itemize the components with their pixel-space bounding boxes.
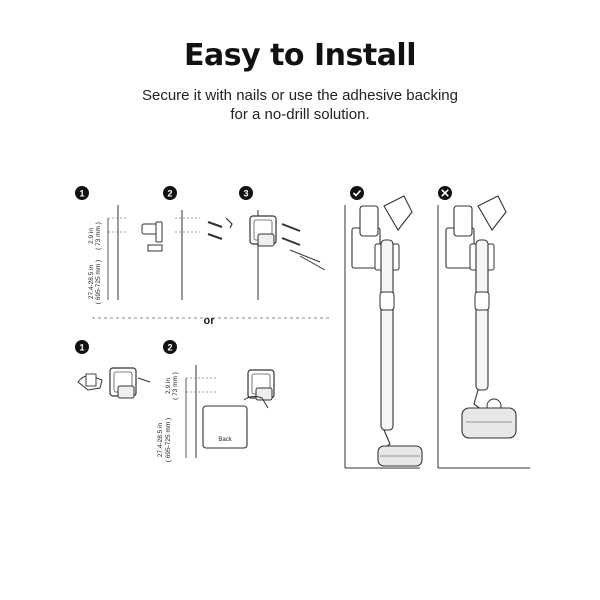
svg-text:1: 1 bbox=[79, 343, 84, 353]
nail-step-3-badge: 3 bbox=[239, 186, 253, 200]
correct-mount-panel bbox=[344, 186, 423, 469]
adhesive-method-panel: 1 2 Back 2.9 in ( 73 mm ) 27.4-28.5 in ( bbox=[75, 340, 275, 462]
backing-label: Back bbox=[218, 437, 232, 443]
adhesive-floor-label: 27.4-28.5 in bbox=[157, 422, 164, 457]
adhesive-gap-metric: ( 73 mm ) bbox=[172, 372, 179, 400]
nail-step-2-screws bbox=[175, 210, 233, 300]
nail-step-3-bracket bbox=[249, 210, 326, 300]
adhesive-gap-label: 2.9 in bbox=[165, 378, 172, 394]
adhesive-floor-metric: ( 695-725 mm ) bbox=[165, 418, 172, 462]
adhesive-step-1-illustration bbox=[77, 367, 151, 399]
separator-or: or bbox=[204, 315, 216, 327]
nail-method-panel: 1 2 3 2.9 in ( 73 mm ) 27.4-28.5 in ( 69… bbox=[75, 186, 330, 319]
nail-floor-label: 27.4-28.5 in bbox=[88, 264, 95, 299]
check-icon bbox=[350, 186, 364, 200]
nail-floor-metric: ( 695-725 mm ) bbox=[95, 260, 102, 304]
svg-text:1: 1 bbox=[79, 189, 84, 199]
svg-text:2: 2 bbox=[167, 189, 172, 199]
backing-sheet bbox=[202, 405, 248, 449]
nail-step-1-wall bbox=[107, 205, 163, 300]
nail-step-1-badge: 1 bbox=[75, 186, 89, 200]
wrong-mount-panel bbox=[437, 186, 530, 469]
adhesive-step-2-illustration: Back bbox=[185, 365, 275, 458]
adhesive-step-2-badge: 2 bbox=[163, 340, 177, 354]
adhesive-step-1-badge: 1 bbox=[75, 340, 89, 354]
page-title: Easy to Install bbox=[183, 38, 417, 73]
svg-text:2: 2 bbox=[167, 343, 172, 353]
subtitle: Secure it with nails or use the adhesive… bbox=[0, 86, 600, 124]
subtitle-line-1: Secure it with nails or use the adhesive… bbox=[141, 87, 458, 104]
subtitle-line-2: for a no-drill solution. bbox=[230, 106, 370, 123]
x-icon bbox=[438, 186, 452, 200]
nail-step-2-badge: 2 bbox=[163, 186, 177, 200]
svg-text:3: 3 bbox=[243, 189, 248, 199]
nail-gap-metric: ( 73 mm ) bbox=[95, 222, 102, 250]
nail-gap-label: 2.9 in bbox=[88, 228, 95, 244]
